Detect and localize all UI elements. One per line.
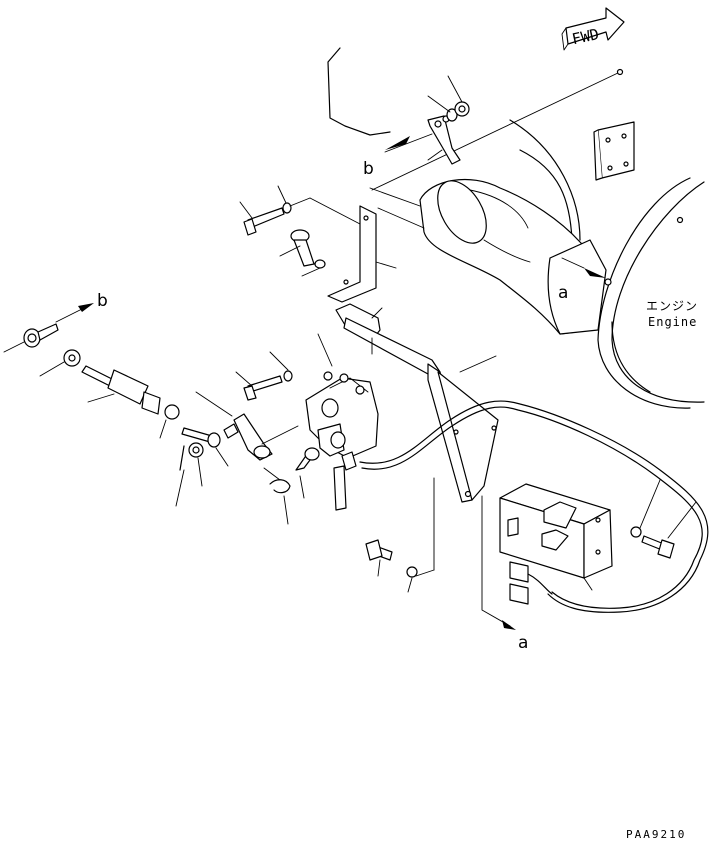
bolt-actuator	[235, 351, 293, 401]
cable-adjuster	[81, 365, 161, 415]
fwd-arrow: FWD	[561, 7, 625, 51]
transmission-body	[369, 119, 607, 335]
rod-end-ball	[3, 305, 89, 353]
engine-label-jp: エンジン	[646, 299, 698, 313]
drawing-code: PAA9210	[626, 828, 686, 841]
callout-b-left: b	[97, 291, 108, 311]
fwd-text: FWD	[570, 25, 600, 48]
pin-end	[616, 68, 624, 76]
bolt-mid	[279, 229, 326, 277]
control-box	[499, 483, 613, 591]
bolt-upper	[239, 185, 361, 236]
upper-bracket	[384, 75, 470, 165]
fastener-cluster	[159, 404, 229, 507]
clip-bolt-lower	[269, 447, 320, 525]
bolt-right	[630, 479, 697, 559]
l-bracket	[327, 205, 397, 303]
connectors	[509, 561, 553, 605]
rod-end-lever	[195, 391, 299, 481]
mount-plate	[593, 121, 635, 181]
control-cable	[359, 400, 709, 613]
engine-housing-outline	[327, 47, 391, 136]
lever-bracket	[335, 303, 499, 503]
callout-b-upper: b	[363, 159, 374, 179]
callout-a-lower: a	[518, 633, 528, 653]
engine-flywheel-housing	[597, 177, 705, 409]
engine-label-en: Engine	[648, 315, 697, 329]
nut-left	[39, 349, 81, 377]
bolt-lower	[365, 477, 435, 593]
governor-actuator	[305, 333, 379, 511]
callout-a-engine: a	[558, 283, 568, 303]
